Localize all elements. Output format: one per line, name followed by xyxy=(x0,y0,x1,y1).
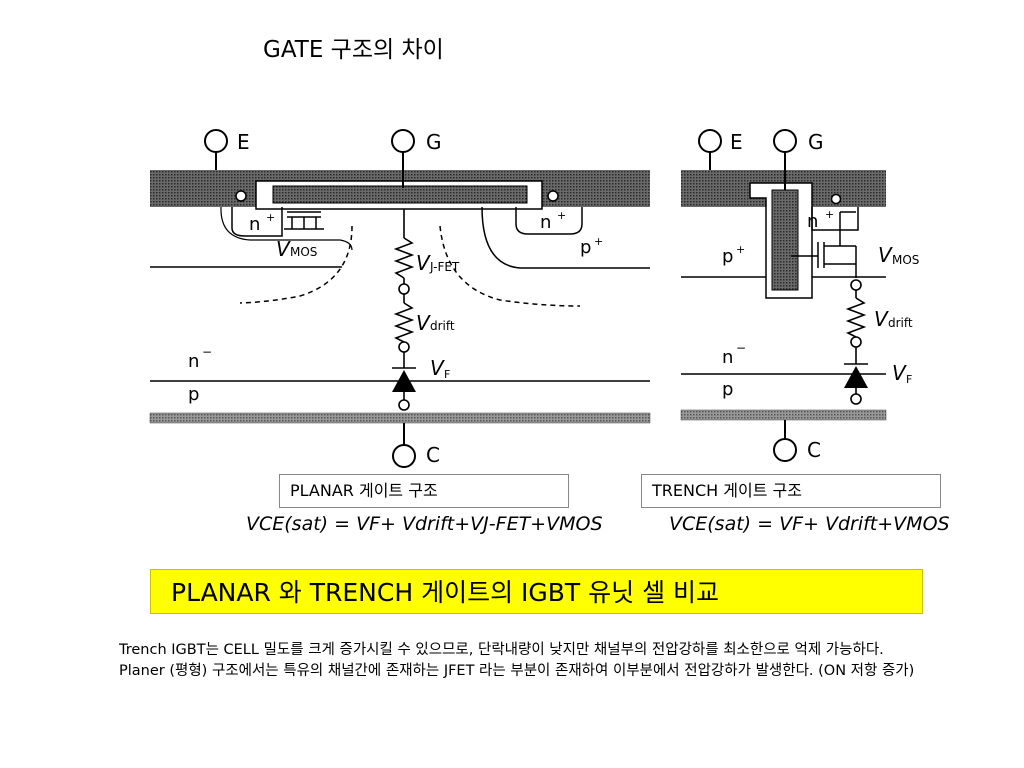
planar-v-f-sub: F xyxy=(444,368,450,381)
planar-v-f: V xyxy=(430,356,445,380)
comparison-banner: PLANAR 와 TRENCH 게이트의 IGBT 유닛 셀 비교 xyxy=(150,569,923,614)
trench-v-mos-sub: MOS xyxy=(892,253,919,267)
trench-formula: VCE(sat) = VF+ Vdrift+VMOS xyxy=(669,513,950,535)
trench-e-label: E xyxy=(730,130,743,154)
planar-diagram: E G n + V MOS n xyxy=(149,129,651,535)
planar-collector-metal xyxy=(149,412,651,424)
trench-diode xyxy=(844,366,868,388)
trench-n-plus-sup: + xyxy=(825,208,834,221)
planar-v-drift: V xyxy=(416,311,431,335)
planar-collector-terminal: C xyxy=(392,423,440,468)
planar-formula: VCE(sat) = VF+ Vdrift+VJ-FET+VMOS xyxy=(246,513,603,535)
trench-collector-terminal: C xyxy=(773,420,821,462)
trench-n-plus: n xyxy=(807,211,818,232)
trench-resistor-chain xyxy=(844,279,868,405)
planar-right-n-plus xyxy=(515,207,583,235)
planar-gate-poly xyxy=(272,185,528,204)
page-title: GATE 구조의 차이 xyxy=(263,37,444,63)
trench-c-label: C xyxy=(807,438,821,462)
trench-n-minus: n xyxy=(722,347,733,368)
planar-gate-terminal: G xyxy=(391,129,442,188)
trench-p-plus: p xyxy=(722,246,733,267)
trench-v-drift-sub: drift xyxy=(888,316,913,330)
trench-p-plus-sup: + xyxy=(736,243,745,256)
trench-caption: TRENCH 게이트 구조 xyxy=(641,474,941,508)
planar-n-minus: n xyxy=(188,351,199,372)
trench-v-mos: V xyxy=(878,243,893,267)
planar-v-drift-sub: drift xyxy=(430,319,455,333)
trench-emitter-terminal: E xyxy=(698,129,743,170)
planar-e-label: E xyxy=(237,130,250,154)
planar-v-jfet: V xyxy=(416,251,431,275)
trench-mos-symbol xyxy=(791,211,857,278)
planar-p-plus: p xyxy=(580,237,591,258)
planar-left-n-plus xyxy=(231,207,283,237)
trench-p-layer: p xyxy=(722,379,733,400)
trench-collector-metal xyxy=(680,409,887,421)
planar-p-layer: p xyxy=(188,384,199,405)
planar-n-plus-left: n xyxy=(249,214,260,235)
planar-n-minus-sup: − xyxy=(202,345,212,359)
trench-g-label: G xyxy=(808,130,824,154)
trench-n-minus-sup: − xyxy=(736,341,746,355)
planar-v-mos-sub: MOS xyxy=(290,245,317,259)
trench-v-drift: V xyxy=(874,307,889,331)
planar-n-plus-left-sup: + xyxy=(266,211,275,224)
planar-v-mos: V xyxy=(276,237,291,261)
planar-p-plus-sup: + xyxy=(594,235,603,248)
planar-n-plus-right: n xyxy=(540,212,551,233)
planar-resistor-chain xyxy=(392,209,416,411)
planar-caption: PLANAR 게이트 구조 xyxy=(279,474,569,508)
trench-v-f-sub: F xyxy=(906,373,912,386)
planar-v-jfet-sub: J-FET xyxy=(429,260,460,274)
planar-g-label: G xyxy=(426,130,442,154)
planar-c-label: C xyxy=(426,443,440,467)
planar-emitter-terminal: E xyxy=(204,129,250,170)
planar-n-plus-right-sup: + xyxy=(557,209,566,222)
trench-diagram: E G n + p + V MOS xyxy=(669,129,950,535)
trench-gate-terminal: G xyxy=(773,129,824,190)
planar-mos-symbol xyxy=(284,211,324,230)
description-line-2: Planer (평형) 구조에서는 특유의 채널간에 존재하는 JFET 라는 … xyxy=(119,663,915,679)
description: Trench IGBT는 CELL 밀도를 크게 증가시킬 수 있으므로, 단락… xyxy=(119,640,949,682)
trench-gate-poly xyxy=(771,189,799,291)
trench-v-f: V xyxy=(892,361,907,385)
description-line-1: Trench IGBT는 CELL 밀도를 크게 증가시킬 수 있으므로, 단락… xyxy=(119,642,884,658)
